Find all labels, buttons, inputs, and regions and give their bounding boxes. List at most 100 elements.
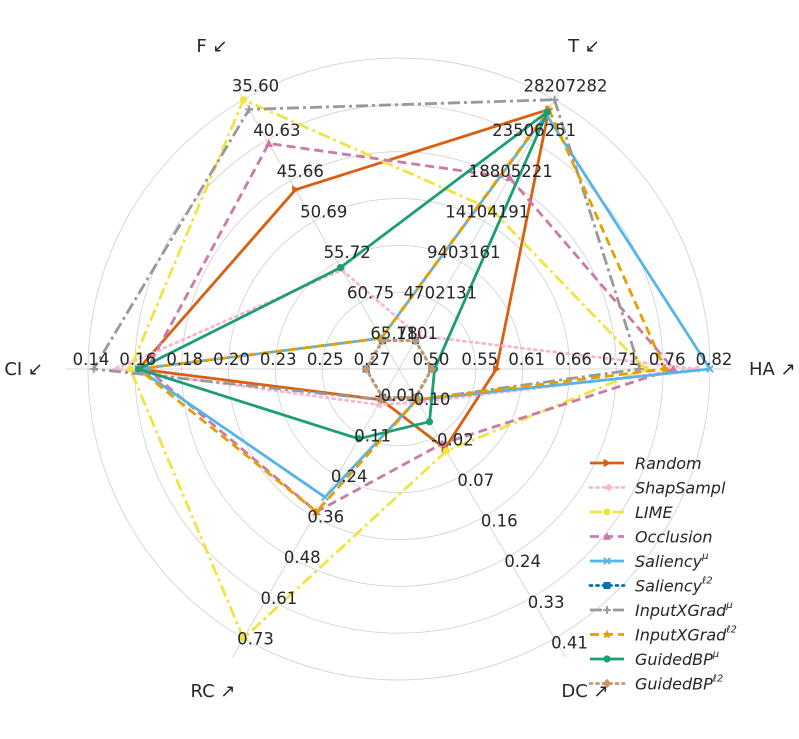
tick-labels: 1101470213194031611410419118805221235062… — [73, 77, 733, 653]
data-point-f — [264, 139, 273, 147]
data-point-ha — [706, 365, 714, 373]
data-point-rc — [374, 400, 382, 409]
axis-label-rc: RC ↗ — [191, 681, 236, 702]
tick-label-f: 50.69 — [300, 202, 347, 221]
series-lime — [126, 96, 649, 642]
series-layer — [89, 95, 714, 642]
data-point-dc — [437, 439, 447, 448]
legend-label: LIME — [635, 503, 673, 522]
tick-label-t: 28207282 — [524, 77, 608, 96]
series-line — [137, 112, 712, 499]
data-point-t — [487, 205, 495, 213]
data-point-t — [505, 173, 514, 181]
data-point-ci — [134, 365, 143, 373]
tick-label-t: 23506251 — [492, 121, 576, 140]
tick-label-f: 65.78 — [370, 324, 417, 343]
tick-label-ha: 0.55 — [461, 350, 498, 369]
data-point-f — [245, 105, 254, 114]
series-guidedbp-l2 — [361, 335, 437, 403]
tick-label-f: 35.60 — [232, 77, 279, 96]
legend-entry: InputXGradμ — [590, 600, 733, 620]
legend-entry: InputXGradℓ2 — [590, 625, 737, 645]
legend-label: InputXGradℓ2 — [635, 625, 737, 645]
series-random — [135, 105, 554, 453]
legend-marker — [603, 458, 612, 468]
data-point-rc — [355, 435, 363, 443]
data-point-t — [543, 108, 552, 116]
tick-label-ha: 0.50 — [413, 350, 450, 369]
legend-label: Occlusion — [635, 528, 712, 547]
data-point-dc — [442, 447, 450, 455]
legend-marker — [603, 655, 611, 663]
tick-label-f: 45.66 — [277, 162, 324, 181]
data-point-t — [411, 335, 420, 346]
data-point-rc — [321, 493, 329, 502]
tick-label-ha: 0.61 — [508, 350, 545, 369]
legend-marker — [603, 508, 611, 516]
legend-label: Random — [635, 454, 702, 473]
series-line — [137, 108, 551, 450]
tick-label-t: 18805221 — [469, 162, 553, 181]
grid-spoke — [232, 80, 400, 370]
tick-label-dc: 0.07 — [457, 471, 494, 490]
legend-label: Saliencyμ — [635, 551, 708, 571]
tick-label-ci: 0.27 — [354, 350, 391, 369]
data-point-ci — [126, 365, 134, 373]
data-point-dc — [411, 392, 420, 403]
data-point-ha — [669, 364, 678, 373]
data-point-f — [336, 263, 345, 272]
data-point-dc — [425, 418, 434, 426]
axis-label-ci: CI ↙ — [4, 359, 43, 380]
tick-label-t: 14104191 — [445, 202, 529, 221]
tick-label-ci: 0.18 — [166, 350, 203, 369]
legend-entry: LIME — [590, 503, 673, 522]
tick-label-t: 1101 — [396, 324, 438, 343]
tick-label-dc: 0.24 — [504, 552, 541, 571]
data-point-rc — [239, 634, 248, 642]
tick-label-f: 55.72 — [324, 243, 371, 262]
data-point-f — [378, 335, 387, 346]
legend-marker — [603, 557, 611, 565]
axis-labels: T ↙HA ↗DC ↗RC ↗CI ↙F ↙ — [4, 36, 795, 702]
grid-spoke — [398, 368, 566, 658]
data-point-ci — [361, 364, 371, 374]
tick-label-ha: 0.82 — [696, 350, 733, 369]
grid-spoke — [398, 80, 566, 370]
legend-label: GuidedBPℓ2 — [635, 674, 723, 694]
legend-entry: Saliencyℓ2 — [588, 576, 713, 596]
tick-label-ci: 0.16 — [119, 350, 156, 369]
tick-label-dc: 0.16 — [481, 512, 518, 531]
legend-marker — [602, 678, 612, 689]
axis-label-dc: DC ↗ — [561, 681, 608, 702]
legend-marker — [602, 483, 611, 492]
tick-label-ci: 0.20 — [213, 350, 250, 369]
data-point-ci — [89, 365, 98, 373]
legend-entry: ShapSampl — [588, 479, 726, 498]
legend-marker — [602, 532, 612, 540]
data-point-f — [292, 185, 300, 194]
legend-marker — [603, 582, 611, 589]
tick-label-ha: 0.71 — [602, 350, 639, 369]
data-point-rc — [378, 392, 387, 403]
tick-label-ci: 0.25 — [307, 350, 344, 369]
tick-label-rc: 0.48 — [284, 548, 321, 567]
axis-label-f: F ↙ — [196, 36, 227, 57]
tick-label-dc: -0.10 — [408, 390, 451, 409]
data-point-ha — [493, 364, 501, 374]
tick-label-rc: 0.36 — [307, 508, 344, 527]
series-line — [137, 108, 667, 514]
tick-label-t: 9403161 — [427, 243, 501, 262]
tick-label-rc: 0.11 — [354, 427, 391, 446]
legend-label: InputXGradμ — [635, 600, 733, 620]
tick-label-ha: 0.76 — [649, 350, 686, 369]
tick-label-rc: 0.61 — [261, 589, 298, 608]
grid — [66, 57, 732, 681]
tick-label-f: 60.75 — [347, 284, 394, 303]
axis-label-ha: HA ↗ — [749, 359, 796, 380]
tick-label-rc: 0.73 — [237, 629, 274, 648]
legend-marker — [602, 629, 612, 639]
data-point-ha — [427, 364, 437, 374]
